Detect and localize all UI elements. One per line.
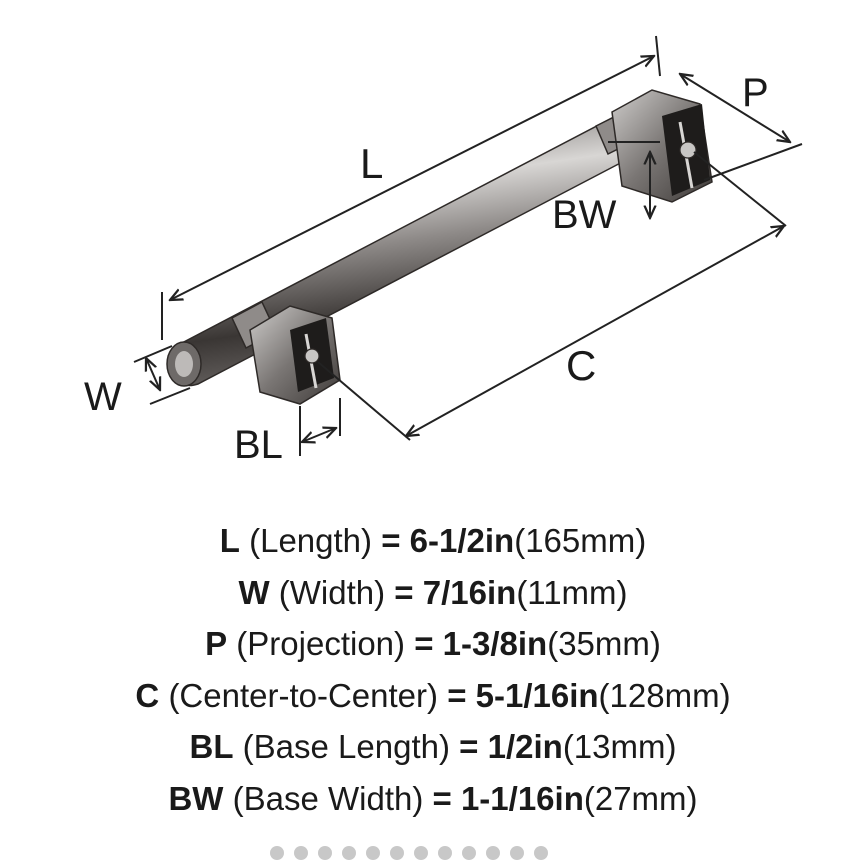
spec-row-base-length: BL (Base Length) = 1/2in(13mm) — [0, 721, 866, 773]
spec-equals: = — [394, 573, 414, 611]
spec-equals: = — [447, 676, 467, 714]
label-BL: BL — [234, 423, 283, 467]
spec-metric: (11mm) — [516, 573, 628, 611]
spec-row-length: L (Length) = 6-1/2in(165mm) — [0, 515, 866, 567]
carousel-dot[interactable] — [294, 846, 308, 860]
carousel-dot[interactable] — [486, 846, 500, 860]
carousel-dot[interactable] — [534, 846, 548, 860]
length-dimension-line — [170, 56, 654, 300]
spec-description: (Width) — [278, 573, 386, 611]
spec-row-projection: P (Projection) = 1-3/8in(35mm) — [0, 618, 866, 670]
carousel-dot[interactable] — [342, 846, 356, 860]
spec-equals: = — [432, 779, 452, 817]
spec-description: (Base Width) — [232, 779, 424, 817]
end-cap-highlight — [175, 351, 193, 377]
spec-symbol: BW — [168, 779, 224, 817]
carousel-dot[interactable] — [270, 846, 284, 860]
cabinet-pull-handle — [166, 89, 713, 405]
spec-equals: = — [459, 728, 479, 765]
base-length-dimension-line — [302, 428, 336, 442]
width-ext-top — [133, 345, 173, 363]
dimension-lines — [133, 35, 803, 456]
spec-description: (Center-to-Center) — [168, 676, 439, 714]
spec-list: L (Length) = 6-1/2in(165mm) W (Width) = … — [0, 515, 866, 824]
spec-imperial: 6-1/2in — [409, 522, 515, 559]
width-dimension-line — [146, 358, 160, 390]
spec-symbol: W — [238, 573, 270, 611]
spec-metric: (13mm) — [562, 728, 677, 765]
spec-equals: = — [381, 522, 401, 559]
center-dimension-line — [406, 226, 784, 436]
spec-symbol: C — [135, 676, 160, 714]
spec-row-base-width: BW (Base Width) = 1-1/16in(27mm) — [0, 773, 866, 825]
right-screw-icon — [679, 141, 697, 159]
projection-ext — [703, 143, 803, 181]
spec-metric: (27mm) — [583, 779, 698, 817]
spec-imperial: 5-1/16in — [475, 676, 599, 714]
label-W: W — [84, 375, 122, 419]
center-ext-left — [317, 361, 411, 441]
spec-metric: (35mm) — [547, 625, 661, 662]
spec-description: (Projection) — [236, 625, 406, 662]
spec-description: (Length) — [249, 522, 373, 559]
spec-metric: (128mm) — [598, 676, 731, 714]
spec-imperial: 1-3/8in — [442, 625, 548, 662]
spec-row-width: W (Width) = 7/16in(11mm) — [0, 567, 866, 619]
carousel-dot[interactable] — [390, 846, 404, 860]
carousel-dot[interactable] — [414, 846, 428, 860]
label-BW: BW — [552, 193, 617, 237]
spec-imperial: 7/16in — [422, 573, 517, 611]
spec-symbol: P — [205, 625, 228, 662]
center-ext-right — [693, 151, 787, 227]
label-L: L — [360, 140, 383, 187]
length-ext-right — [655, 35, 661, 77]
left-screw-icon — [304, 348, 320, 364]
width-ext-bottom — [149, 387, 191, 405]
spec-equals: = — [414, 625, 434, 662]
spec-symbol: L — [219, 522, 240, 559]
carousel-dot[interactable] — [462, 846, 476, 860]
spec-imperial: 1-1/16in — [460, 779, 584, 817]
spec-imperial: 1/2in — [487, 728, 563, 765]
carousel-dot[interactable] — [318, 846, 332, 860]
handle-dimension-diagram: L P BW W BL C — [84, 35, 803, 467]
spec-metric: (165mm) — [514, 522, 647, 559]
carousel-dot[interactable] — [510, 846, 524, 860]
label-P: P — [742, 71, 769, 115]
carousel-dots — [270, 846, 548, 860]
carousel-dot[interactable] — [366, 846, 380, 860]
spec-description: (Base Length) — [242, 728, 450, 765]
spec-symbol: BL — [189, 728, 234, 765]
projection-dimension-line — [680, 74, 790, 142]
carousel-dot[interactable] — [438, 846, 452, 860]
label-C: C — [566, 342, 596, 389]
spec-row-center-to-center: C (Center-to-Center) = 5-1/16in(128mm) — [0, 670, 866, 722]
